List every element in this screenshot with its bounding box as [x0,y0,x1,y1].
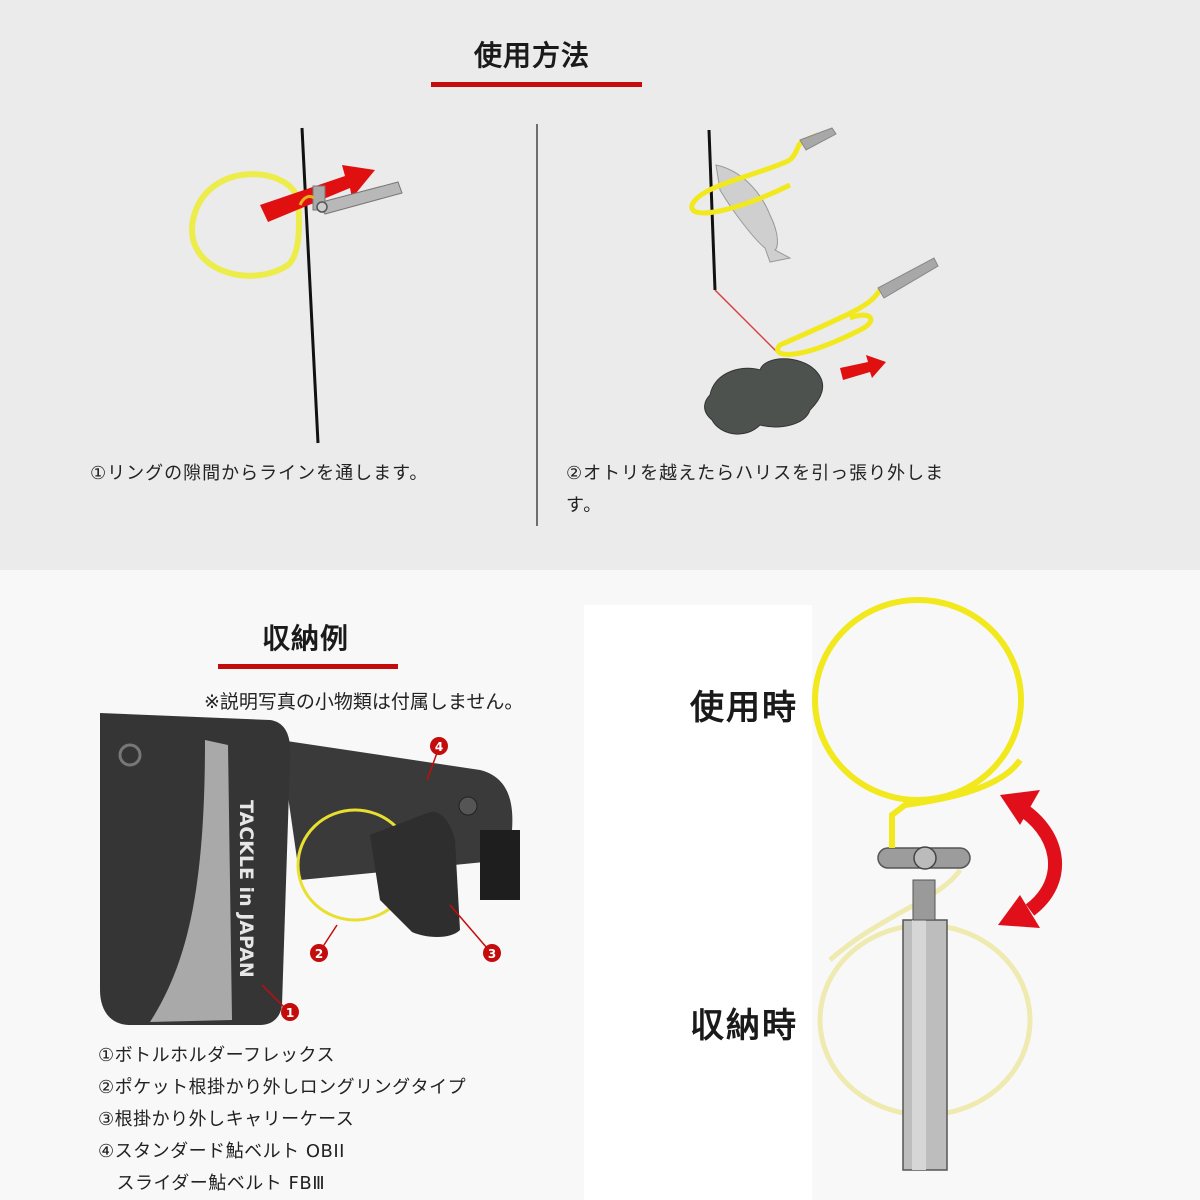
step-1-caption: ①リングの隙間からラインを通します。 [90,463,429,484]
svg-text:4: 4 [435,740,443,754]
step-2-caption: ②オトリを越えたらハリスを引っ張り外しま す。 [566,458,996,522]
parts-list: ①ボトルホルダーフレックス ②ポケット根掛かり外しロングリングタイプ ③根掛かり… [98,1040,466,1200]
usage-title-underline [431,82,642,87]
fishing-line [300,127,320,444]
stored-label: 収納時 [690,1006,798,1046]
belt-strap [480,830,520,900]
parts-list-item: ①ボトルホルダーフレックス [98,1045,336,1066]
leader-line [714,289,781,356]
ring-diagram-panel [584,605,812,1200]
svg-text:1: 1 [286,1006,294,1020]
double-curved-arrow-icon [1011,798,1062,916]
brand-print: TACKLE in JAPAN [235,800,257,978]
ring-line-threading-diagram [189,127,403,444]
step-divider [536,124,538,526]
accessories-note: ※説明写真の小物類は付属しません。 [204,691,524,713]
bottle-holder [100,713,291,1025]
clamp-screw [316,201,328,213]
svg-text:2: 2 [315,947,323,961]
svg-text:3: 3 [488,947,496,961]
storage-title: 収納例 [262,622,350,655]
yellow-ring-lower [775,288,883,357]
in-use-ring [812,597,1024,803]
parts-list-item: ②ポケット根掛かり外しロングリングタイプ [98,1077,467,1098]
clamp-screw [913,846,937,870]
handle-rod-lower [877,257,939,299]
usage-section [0,0,1200,570]
carry-case [370,811,460,937]
handle-rod-upper [799,127,837,151]
product-photo: TACKLE in JAPAN 1 2 3 4 [100,713,520,1025]
parts-list-item: ③根掛かり外しキャリーケース [98,1109,355,1130]
callout-1 [281,1003,299,1021]
red-arrow-right-icon [840,355,886,380]
callout-3 [483,944,501,962]
parts-list-item: スライダー鮎ベルト FBⅢ [98,1173,326,1194]
in-use-label: 使用時 [690,688,798,728]
callout-2 [310,944,328,962]
yellow-ring-upper [689,157,792,216]
step-2-caption-line-1: ②オトリを越えたらハリスを引っ張り外しま [566,463,945,484]
step-2-caption-line-2: す。 [566,495,603,516]
yellow-ring [189,171,302,279]
decoy-rocks [704,358,824,435]
fish-image [715,164,792,263]
callout-4 [430,737,448,755]
storage-title-underline [218,664,398,669]
parts-list-item: ④スタンダード鮎ベルト OBII [98,1141,345,1162]
usage-title: 使用方法 [474,39,591,72]
reflective-strip [150,740,232,1022]
snag-release-diagram [689,127,939,435]
